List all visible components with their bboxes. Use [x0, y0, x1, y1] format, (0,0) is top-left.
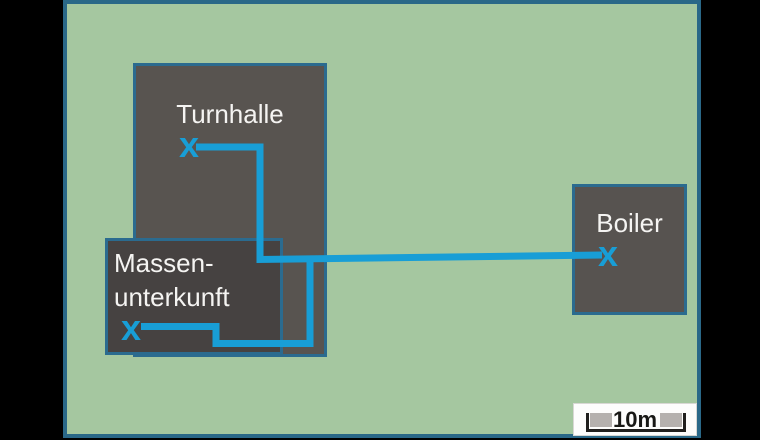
scale-bar-label: 10m [612, 407, 658, 432]
scale-bar: 10m [573, 403, 697, 436]
building-label-massenunterkunft: Massen- unterkunft [114, 246, 230, 314]
building-label-boiler: Boiler [596, 208, 663, 238]
building-label-massenunterkunft-line2: unterkunft [114, 282, 230, 312]
scale-bar-right-segment [660, 413, 682, 427]
scale-bar-left-segment [590, 413, 612, 427]
building-label-massenunterkunft-line1: Massen- [114, 248, 214, 278]
building-label-turnhalle: Turnhalle [176, 99, 284, 129]
scale-bar-bracket [586, 413, 686, 432]
building-boiler [572, 184, 687, 315]
